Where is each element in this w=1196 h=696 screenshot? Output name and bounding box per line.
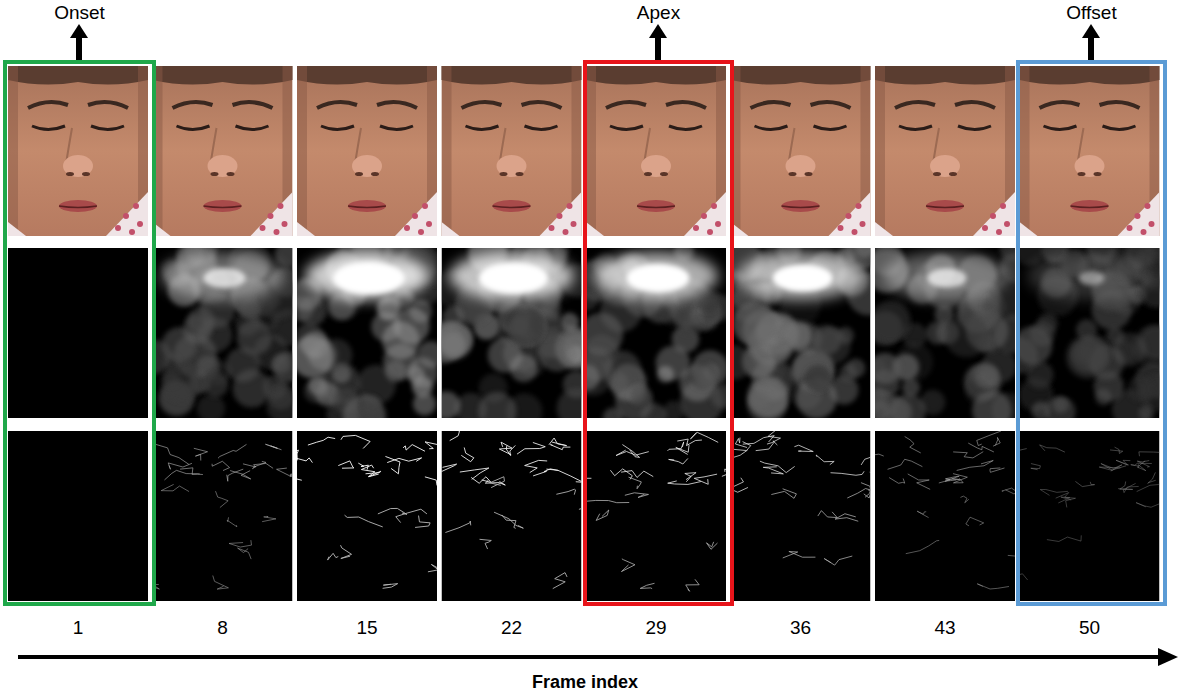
frame-number: 1 xyxy=(73,617,84,639)
arrow-shaft xyxy=(1088,36,1094,60)
phase-label: Apex xyxy=(637,2,680,24)
frame-number: 29 xyxy=(645,617,666,639)
arrow-shaft xyxy=(76,36,82,60)
frame-number: 43 xyxy=(934,617,955,639)
strain-map xyxy=(8,431,148,601)
face-frame xyxy=(8,66,148,236)
frame-number: 50 xyxy=(1079,617,1100,639)
arrow-shaft xyxy=(655,36,661,60)
strain-map xyxy=(564,431,736,601)
flow-map xyxy=(422,233,598,430)
frame-number: 36 xyxy=(790,617,811,639)
flow-map xyxy=(288,229,449,437)
frame-number: 8 xyxy=(217,617,228,639)
flow-map xyxy=(1002,233,1177,429)
timeline-axis xyxy=(18,655,1160,659)
face-frame xyxy=(153,66,293,236)
arrow-head xyxy=(649,24,667,38)
face-frame xyxy=(875,66,1015,236)
strain-map xyxy=(713,430,892,601)
frame-number: 15 xyxy=(356,617,377,639)
frame-number: 22 xyxy=(501,617,522,639)
strain-map xyxy=(864,431,1033,601)
axis-title: Frame index xyxy=(532,671,638,693)
highlight-box: Onset xyxy=(3,60,156,606)
flow-map xyxy=(8,248,148,418)
phase-label: Offset xyxy=(1066,2,1116,24)
arrow-head xyxy=(70,24,88,38)
face-frame xyxy=(1020,66,1160,236)
flow-map xyxy=(137,233,307,423)
face-frame xyxy=(731,66,871,236)
face-frame xyxy=(586,66,726,236)
highlight-box: Offset xyxy=(1016,60,1167,606)
flow-map xyxy=(717,236,890,425)
strain-map xyxy=(434,425,597,601)
flow-map xyxy=(864,236,1034,430)
phase-label: Onset xyxy=(54,2,105,24)
strain-map xyxy=(142,431,315,601)
face-frame xyxy=(442,66,582,236)
arrow-head xyxy=(1082,24,1100,38)
strain-map xyxy=(261,431,454,601)
highlight-box: Apex xyxy=(583,60,734,606)
face-frame xyxy=(297,66,437,236)
flow-map xyxy=(572,241,736,429)
timeline-head xyxy=(1158,648,1178,666)
